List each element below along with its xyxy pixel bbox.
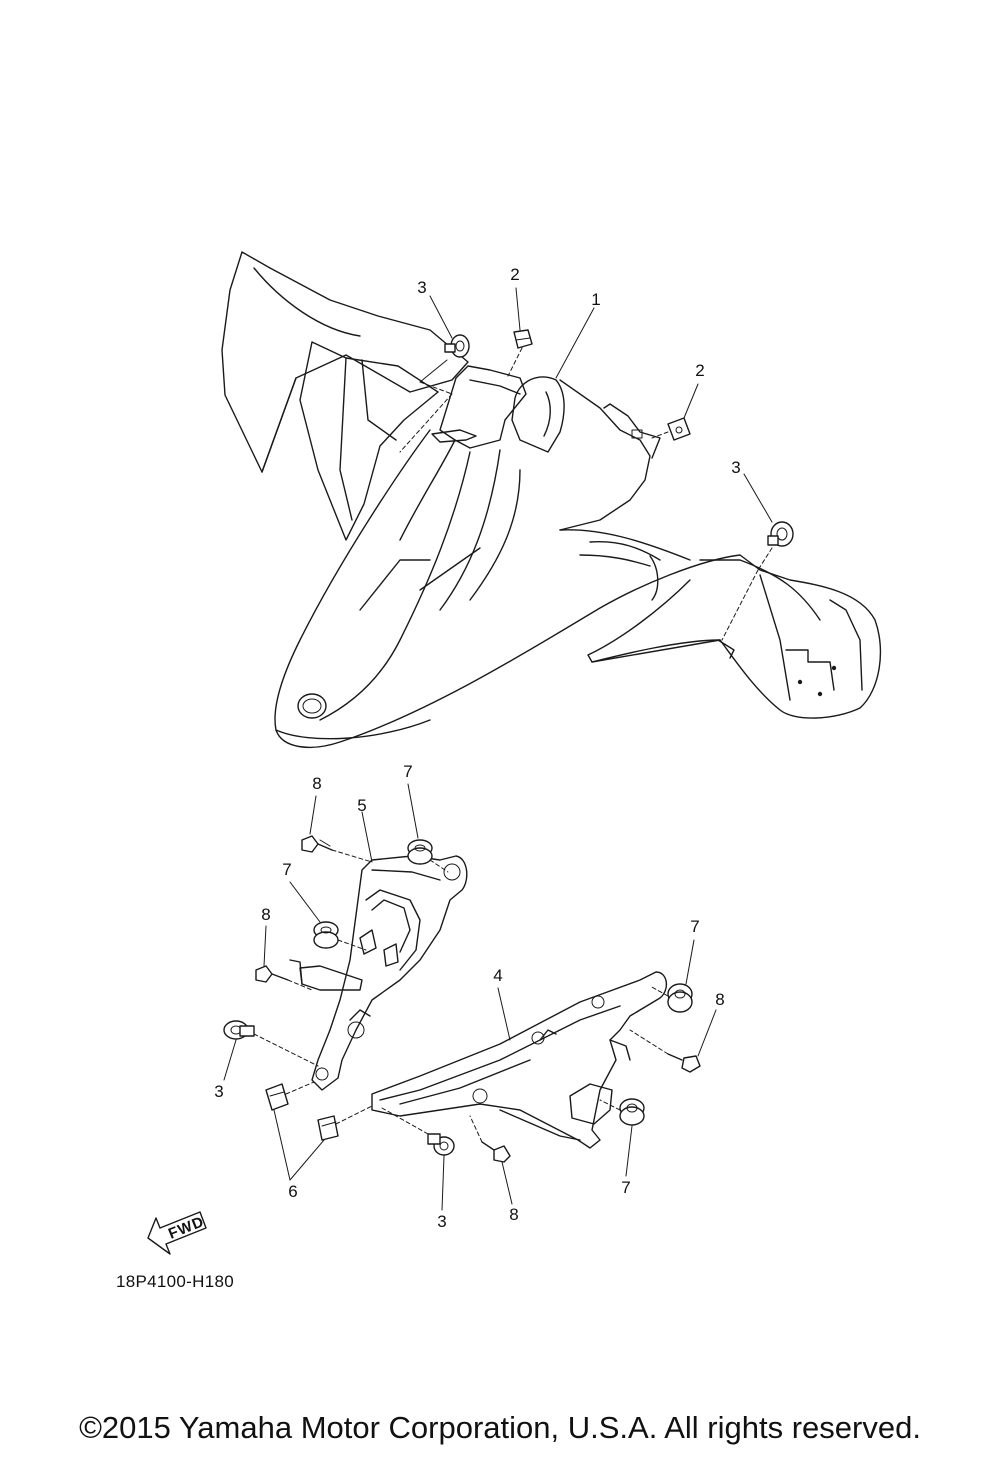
rubber-7-left: [313, 921, 339, 949]
callout-2-clip-right: 2: [695, 361, 705, 380]
forward-direction-arrow: [147, 1211, 207, 1255]
bolt-8-mid-left: [255, 965, 289, 983]
diagram-part-code: 18P4100-H180: [116, 1272, 234, 1291]
callout-8-bolt-left: 8: [261, 905, 271, 924]
callout-5-bracket: 5: [357, 796, 367, 815]
rubber-7-top: [407, 839, 433, 865]
bolt-8-right: [667, 1053, 701, 1073]
grommet-3-lower-center: [427, 1133, 455, 1156]
rubber-7-right: [667, 983, 693, 1013]
callout-7-rubber-right: 7: [690, 917, 700, 936]
callout-8-bolt-bottom: 8: [509, 1205, 519, 1224]
callout-3-grommet-lower-left: 3: [214, 1082, 224, 1101]
clip-2-top-center: [513, 329, 533, 349]
grommet-3-upper-left: [444, 334, 470, 358]
callout-8-bolt-top: 8: [312, 774, 322, 793]
rubber-7-bottom: [619, 1098, 645, 1126]
bracket-4-drawing: [371, 971, 667, 1149]
callout-7-rubber-top: 7: [403, 762, 413, 781]
callout-3-grommet-lower-center: 3: [437, 1212, 447, 1231]
callout-7-rubber-left: 7: [282, 860, 292, 879]
clip-6-upper: [265, 1083, 289, 1111]
callout-3-grommet-upper-right: 3: [731, 458, 741, 477]
callout-2-clip-top: 2: [510, 265, 520, 284]
copyright-notice: ©2015 Yamaha Motor Corporation, U.S.A. A…: [79, 1410, 921, 1445]
callout-4-bracket: 4: [493, 966, 503, 985]
bolt-8-top-left: [301, 835, 333, 853]
lower-leader-lines: [223, 783, 717, 1211]
grommet-3-lower-left: [223, 1020, 255, 1040]
callout-3-grommet-upper-left: 3: [417, 278, 427, 297]
bolt-8-bottom: [481, 1141, 511, 1163]
grommet-3-upper-right: [767, 521, 794, 547]
callout-7-rubber-bottom: 7: [621, 1178, 631, 1197]
callout-8-bolt-right: 8: [715, 990, 725, 1009]
front-fender-drawing: [221, 251, 882, 749]
upper-fasteners: [399, 329, 794, 641]
clip-6-lower: [317, 1115, 339, 1141]
lower-fasteners: [223, 835, 701, 1163]
bracket-5-drawing: [289, 855, 468, 1091]
callout-6-clip: 6: [288, 1182, 298, 1201]
callout-1-fender: 1: [591, 290, 601, 309]
upper-leader-lines: [429, 287, 773, 523]
clip-2-right: [667, 417, 691, 441]
